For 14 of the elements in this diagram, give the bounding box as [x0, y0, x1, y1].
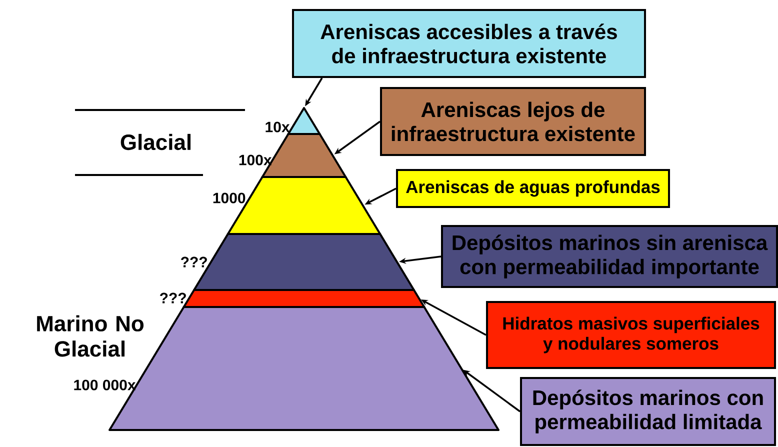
scale-label: 1000: [213, 192, 246, 204]
text-box: Depósitos marinos sin arenisca con permeabilidad importante: [441, 225, 778, 288]
axis-label: Glacial: [120, 134, 191, 150]
axis-label: Marino No Glacial: [37, 315, 144, 357]
scale-label: 100 000x: [74, 380, 136, 390]
text-box: Hidratos masivos superficiales y nodulares someros: [486, 301, 776, 369]
scale-label: 100x: [239, 154, 272, 166]
text-box: Areniscas lejos de infraestructura existente: [380, 87, 646, 156]
text-box: Areniscas de aguas profundas: [396, 169, 670, 208]
scale-label: ???: [181, 256, 207, 268]
scale-label: 10x: [266, 122, 290, 132]
scale-label: ???: [160, 292, 186, 304]
text-box: Areniscas accesibles a través de infraestructura existente: [292, 9, 646, 78]
text-box: Depósitos marinos con permeabilidad limitada: [520, 377, 776, 446]
